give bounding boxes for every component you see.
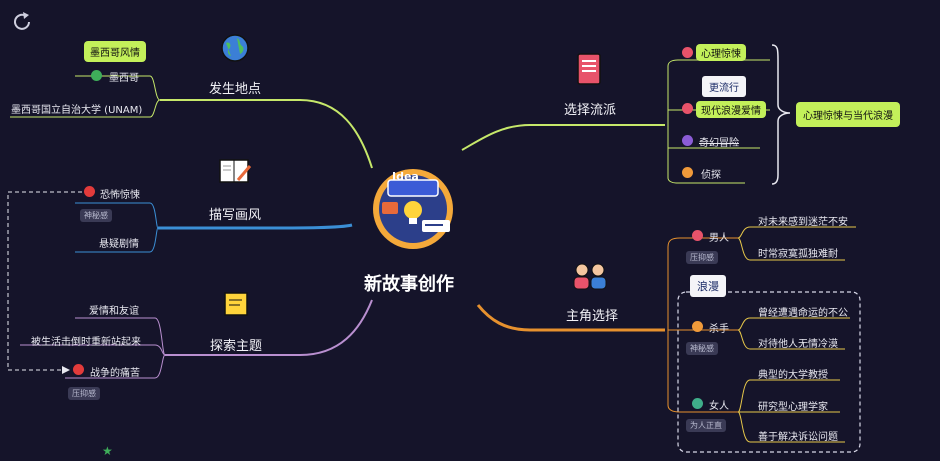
- book-icon: [574, 52, 604, 86]
- genre-item-detective[interactable]: 侦探: [701, 170, 721, 181]
- genre-item-fantasy[interactable]: 奇幻冒险: [699, 138, 739, 149]
- genre-summary[interactable]: 心理惊悚与当代浪漫: [796, 102, 900, 127]
- genre-item-psych-thriller[interactable]: 心理惊悚: [696, 44, 746, 61]
- location-item-unam[interactable]: 墨西哥国立自治大学 (UNAM): [11, 105, 143, 116]
- trait-item[interactable]: 曾经遭遇命运的不公: [758, 308, 848, 319]
- central-idea-icon: [368, 162, 458, 252]
- sad-face-icon: [73, 364, 84, 375]
- sketchbook-icon: [218, 156, 252, 186]
- check-circle-icon: [91, 70, 102, 81]
- sticky-note-icon: [222, 290, 250, 318]
- trait-item[interactable]: 对待他人无情冷漠: [758, 339, 838, 350]
- refresh-icon[interactable]: [10, 10, 34, 34]
- protagonist-woman[interactable]: 女人: [709, 401, 729, 412]
- location-callout: 墨西哥风情: [84, 41, 146, 62]
- branch-protagonist-label[interactable]: 主角选择: [566, 309, 619, 324]
- music-icon: [682, 135, 693, 146]
- theme-item-resilience[interactable]: 被生活击倒时重新站起来: [31, 337, 141, 348]
- branch-theme-label[interactable]: 探索主题: [210, 339, 263, 354]
- trait-item[interactable]: 善于解决诉讼问题: [758, 432, 838, 443]
- genre-callout: 更流行: [702, 76, 746, 97]
- globe-icon: [220, 33, 250, 63]
- style-item-tag: 神秘感: [80, 209, 112, 222]
- red-dot-icon: [84, 186, 95, 197]
- protagonist-man-tag: 压抑感: [686, 251, 718, 264]
- theme-item-war[interactable]: 战争的痛苦: [90, 368, 140, 379]
- genre-item-modern-romance[interactable]: 现代浪漫爱情: [696, 101, 766, 118]
- branch-genre-label[interactable]: 选择流派: [564, 103, 617, 118]
- trait-item[interactable]: 典型的大学教授: [758, 370, 828, 381]
- central-badge-text: Idea: [392, 170, 419, 183]
- protagonist-killer[interactable]: 杀手: [709, 324, 729, 335]
- central-topic-title[interactable]: 新故事创作: [364, 274, 454, 295]
- heart-icon: [682, 47, 693, 58]
- style-item-horror[interactable]: 恐怖惊悚: [100, 190, 140, 201]
- trait-item[interactable]: 研究型心理学家: [758, 402, 828, 413]
- branch-style-label[interactable]: 描写画风: [209, 208, 262, 223]
- branch-location-label[interactable]: 发生地点: [209, 82, 262, 97]
- avatar-icon: [692, 230, 703, 241]
- avatar-icon: [692, 321, 703, 332]
- theme-item-love[interactable]: 爱情和友谊: [89, 306, 139, 317]
- star-icon: ★: [102, 444, 113, 458]
- protagonist-callout: 浪漫: [690, 275, 726, 297]
- protagonist-killer-tag: 神秘感: [686, 342, 718, 355]
- theme-item-tag: 压抑感: [68, 387, 100, 400]
- orange-dot-icon: [682, 167, 693, 178]
- protagonist-man[interactable]: 男人: [709, 233, 729, 244]
- trait-item[interactable]: 对未来感到迷茫不安: [758, 217, 848, 228]
- people-icon: [570, 260, 610, 290]
- trait-item[interactable]: 时常寂寞孤独难耐: [758, 249, 838, 260]
- avatar-icon: [692, 398, 703, 409]
- style-item-suspense[interactable]: 悬疑剧情: [99, 239, 139, 250]
- heart-icon: [682, 103, 693, 114]
- location-item-mexico[interactable]: 墨西哥: [109, 73, 139, 84]
- protagonist-woman-tag: 为人正直: [686, 419, 726, 432]
